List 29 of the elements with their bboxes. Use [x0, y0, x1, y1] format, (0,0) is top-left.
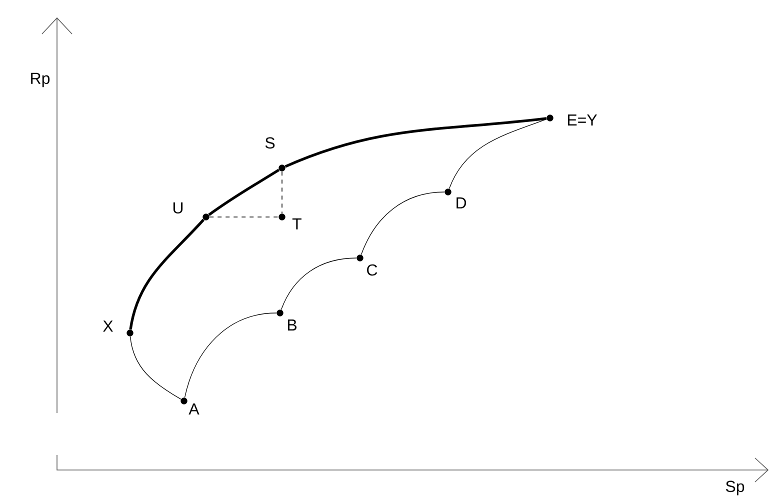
curve: [284, 117, 547, 168]
labeled-point: D: [444, 188, 466, 208]
axis-label: Sp: [726, 480, 744, 496]
node-label: U: [173, 202, 183, 214]
curve: [208, 168, 280, 216]
curve: [184, 312, 277, 398]
node-label: S: [265, 137, 275, 149]
labeled-point: U: [173, 202, 210, 220]
curve: [280, 258, 357, 310]
labeled-point: S: [265, 137, 286, 172]
node-label: E=Y: [568, 114, 597, 126]
curve: [360, 192, 445, 255]
curve: [130, 336, 182, 400]
node-label: C: [367, 264, 378, 276]
axis-label: Rp: [31, 72, 50, 88]
labeled-point: E=Y: [546, 114, 597, 126]
curve: [448, 118, 547, 189]
labeled-point: C: [356, 254, 378, 276]
node-label: X: [103, 320, 113, 332]
curve: [129, 218, 205, 330]
labeled-point: T: [278, 214, 302, 230]
labeled-point: B: [276, 310, 296, 330]
labeled-point: A: [180, 398, 200, 414]
node-label: B: [288, 320, 296, 331]
node-label: T: [292, 218, 302, 230]
node-label: A: [188, 404, 200, 415]
node-label: D: [456, 197, 466, 208]
curve: [209, 216, 279, 218]
labeled-point: X: [103, 320, 134, 336]
